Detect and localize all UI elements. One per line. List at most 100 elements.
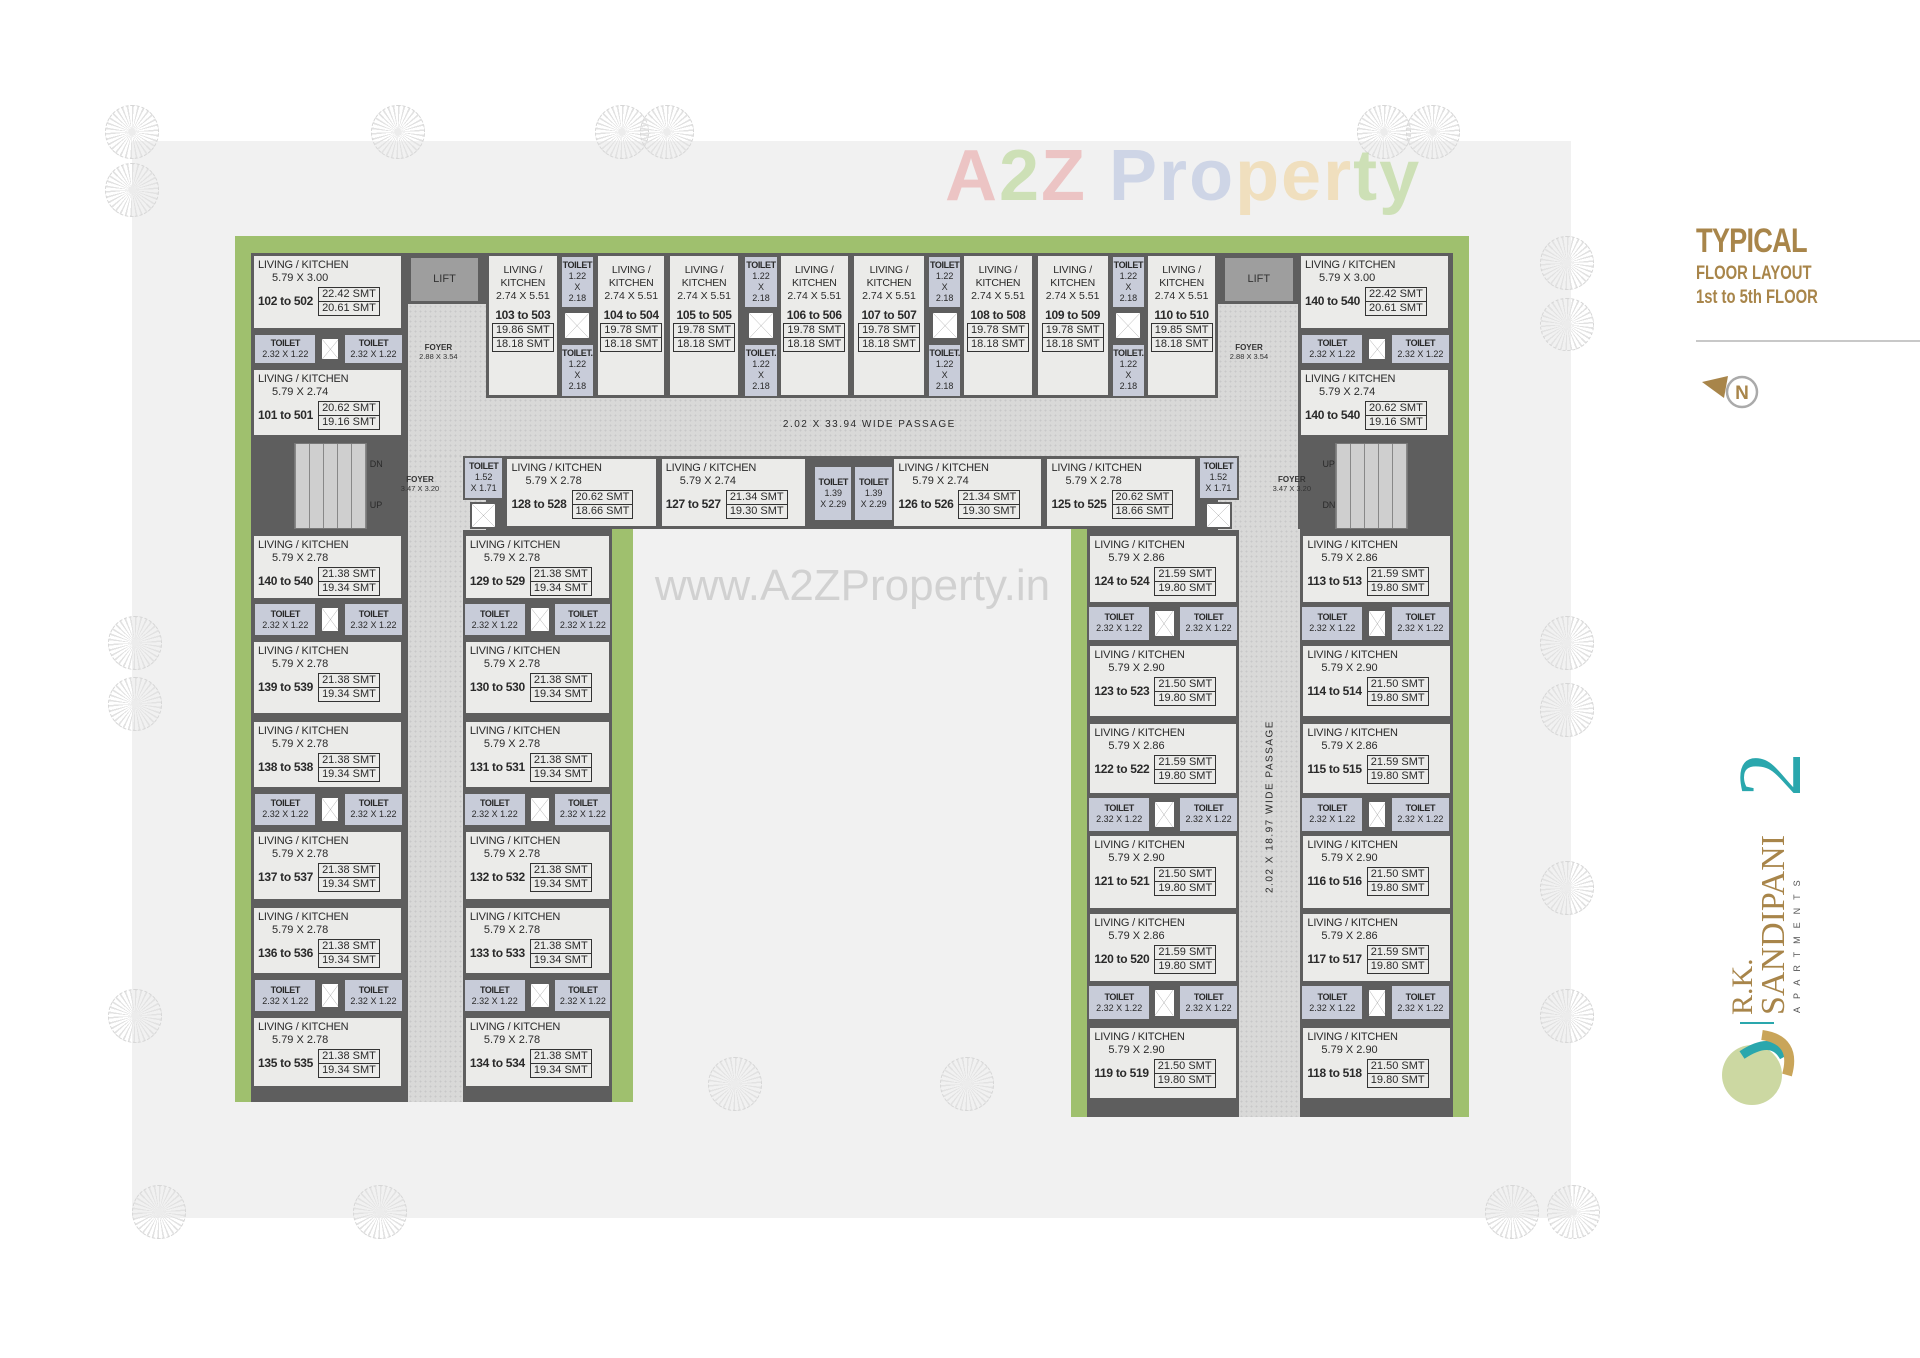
super-area: 21.50 SMT (1370, 1059, 1425, 1072)
toilet-label: TOILET. (562, 348, 593, 359)
stair-direction-label: DN (1322, 500, 1342, 515)
room-label: LIVING / KITCHEN (1094, 917, 1185, 930)
toilet-label: TOILET (1193, 803, 1224, 814)
room-label: LIVING / KITCHEN (1094, 538, 1185, 551)
toilet-label: TOILET (468, 461, 499, 472)
toilet-label: TOILET (929, 259, 960, 270)
toilet-dimensions: X (1125, 281, 1132, 292)
toilet-dimensions: X 1.71 (1205, 483, 1232, 494)
toilet-dimensions: 2.32 X 1.22 (262, 348, 309, 359)
unit-number: 106 to 506 (786, 308, 842, 323)
toilet-dimensions: X (941, 281, 948, 292)
room-label: LIVING / KITCHEN (1307, 1030, 1398, 1043)
toilet-dimensions: 2.32 X 1.22 (350, 995, 397, 1006)
room-dimensions: 5.79 X 2.78 (483, 737, 541, 750)
foyer-dims: 2.88 X 3.54 (1229, 351, 1269, 361)
unit-number: 116 to 516 (1307, 873, 1362, 888)
room-label: LIVING / KITCHEN (866, 264, 912, 290)
carpet-area: 18.18 SMT (1151, 337, 1212, 351)
unit-number: 115 to 515 (1307, 762, 1362, 777)
unit-number: 123 to 523 (1094, 683, 1150, 698)
room-label: LIVING / KITCHEN (1307, 727, 1398, 740)
room-label: LIVING / KITCHEN (898, 461, 989, 474)
toilet-label: TOILET (1193, 991, 1224, 1002)
divider (1696, 340, 1920, 342)
room-label: LIVING / KITCHEN (258, 834, 349, 847)
unit-number: 133 to 533 (469, 945, 525, 960)
toilet-label: TOILET (1317, 337, 1348, 348)
shaft-icon (1114, 311, 1143, 341)
carpet-area: 19.80 SMT (1155, 690, 1216, 705)
carpet-area: 18.18 SMT (492, 337, 553, 351)
toilet-dimensions: 1.22 (568, 359, 587, 370)
carpet-area: 19.80 SMT (1367, 880, 1428, 895)
room-dimensions: 5.79 X 2.86 (1321, 551, 1378, 564)
room-label: LIVING / KITCHEN (1159, 264, 1204, 290)
toilet-dimensions: 2.32 X 1.22 (1309, 1002, 1356, 1013)
room-label: LIVING / KITCHEN (258, 373, 349, 386)
toilet-dimensions: 2.32 X 1.22 (471, 619, 518, 630)
toilet-label: TOILET (1405, 337, 1436, 348)
unit-number: 114 to 514 (1307, 683, 1362, 698)
room-label: LIVING / KITCHEN (258, 724, 349, 737)
room-label: LIVING / KITCHEN (1050, 264, 1095, 290)
carpet-area: 19.34 SMT (319, 952, 379, 967)
room-label: LIVING / KITCHEN (469, 1021, 561, 1034)
rk-sandipani-logo: R.K. SANDIPANI APARTMENTS 2 (1712, 735, 1820, 1115)
super-area: 21.59 SMT (1158, 756, 1213, 769)
toilet-dimensions: 1.22 (935, 359, 954, 370)
green-strip (235, 236, 1470, 254)
toilet-dimensions: 2.18 (1119, 381, 1138, 392)
toilet-label: TOILET (1317, 991, 1348, 1002)
tree-icon (107, 615, 162, 670)
room-dimensions: 5.79 X 2.74 (912, 474, 969, 487)
title-floor-layout: FLOOR LAYOUT (1696, 263, 1812, 284)
toilet-dimensions: 1.52 (474, 472, 493, 483)
unit-number: 101 to 501 (258, 408, 314, 423)
unit-number: 139 to 539 (258, 680, 314, 695)
stair-direction: DN (1322, 499, 1336, 510)
toilet-label: TOILET (479, 608, 510, 619)
passage-left (407, 528, 463, 1103)
unit-number: 131 to 531 (469, 759, 525, 774)
shaft-icon (563, 311, 592, 341)
stair-direction: UP (1322, 459, 1335, 470)
toilet-label: TOILET (568, 798, 598, 809)
stair-direction-label: UP (1322, 459, 1342, 474)
room-label: LIVING / KITCHEN (1304, 373, 1396, 386)
lift-label: LIFT (433, 273, 456, 286)
super-area: 22.42 SMT (1369, 288, 1423, 301)
room-label: LIVING / KITCHEN (1094, 648, 1185, 661)
toilet-dimensions: X (757, 370, 764, 381)
toilet-dimensions: 2.32 X 1.22 (350, 809, 397, 820)
toilet-dimensions: 1.22 (752, 359, 770, 370)
